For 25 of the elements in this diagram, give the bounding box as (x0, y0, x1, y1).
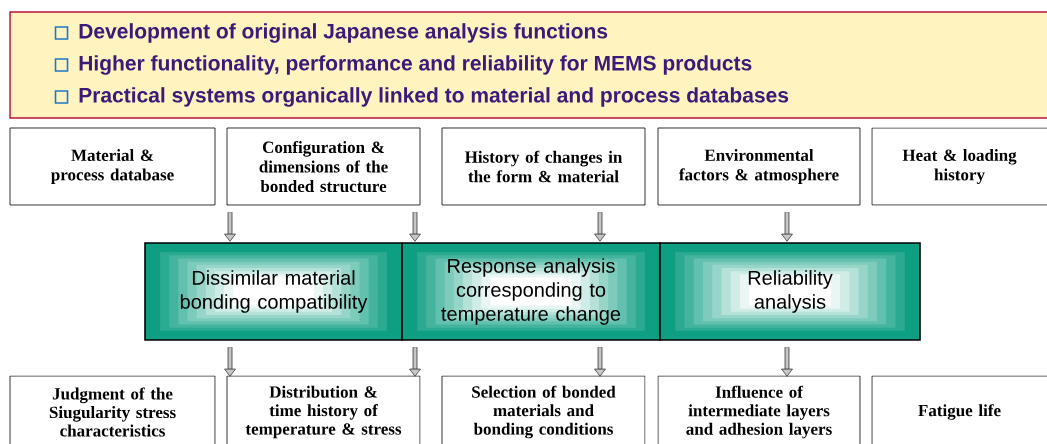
analysis-box: Dissimilar material bonding compatibility (144, 242, 403, 341)
block-arrow (594, 347, 606, 377)
analysis-box: Reliability analysis (659, 242, 921, 341)
block-arrow (781, 347, 793, 377)
goal-text: Higher functionality, performance and reliability for MEMS products (79, 55, 752, 75)
goal-text: Development of original Japanese analysis functions (79, 23, 608, 43)
analysis-box: Response analysis corresponding to temperature change (401, 242, 661, 341)
result-box: Fatigue life (871, 375, 1047, 444)
result-box: Selection of bonded materials and bonding conditions (441, 375, 646, 444)
block-arrow (781, 212, 793, 242)
block-arrow (409, 347, 421, 377)
result-box: Judgment of the Siugularity stress characteristics (9, 375, 216, 444)
goal-text: Practical systems organically linked to material and process databases (79, 87, 789, 107)
block-arrow (224, 212, 236, 242)
input-box: Configuration & dimensions of the bonded structure (226, 127, 421, 206)
result-box: Distribution & time history of temperature & stress (226, 375, 421, 444)
goals-banner (9, 11, 1047, 119)
input-box: History of changes in the form & material (441, 127, 646, 206)
input-box: Material & process database (9, 127, 216, 206)
input-box: Environmental factors & atmosphere (657, 127, 861, 206)
input-box: Heat & loading history (871, 127, 1047, 206)
block-arrow (594, 212, 606, 242)
block-arrow (409, 212, 421, 242)
result-box: Influence of intermediate layers and adhesion layers (657, 375, 861, 444)
block-arrow (224, 347, 236, 377)
